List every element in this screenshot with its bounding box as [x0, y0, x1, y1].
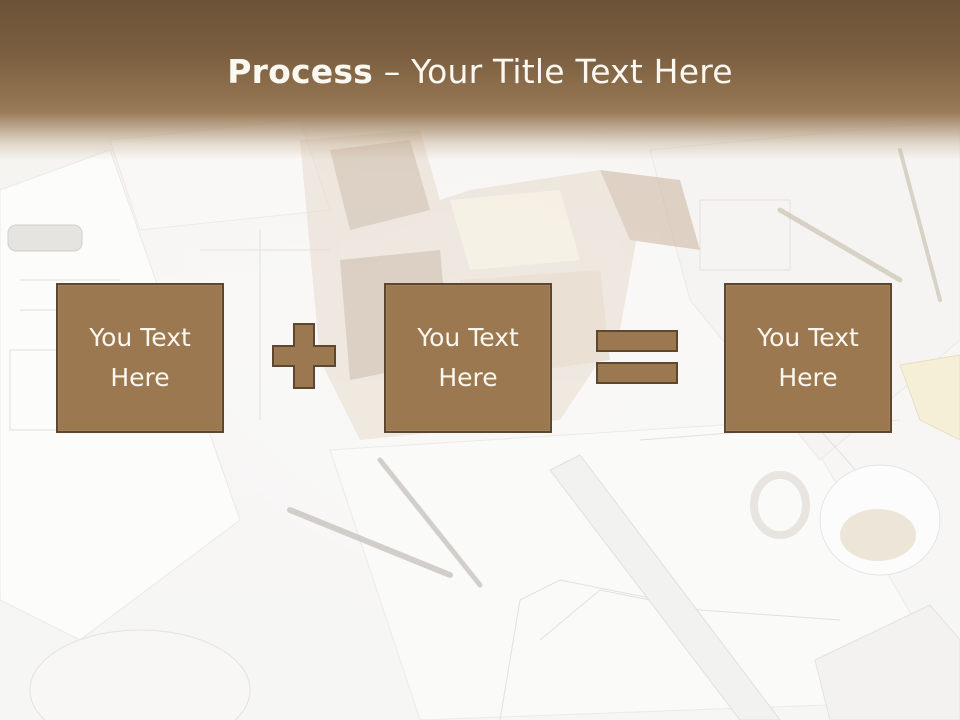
slide-title: Process – Your Title Text Here — [0, 52, 960, 91]
process-box-2[interactable]: You Text Here — [384, 283, 552, 433]
equals-icon — [596, 330, 678, 384]
title-band — [0, 0, 960, 160]
title-rest-text: – Your Title Text Here — [373, 52, 733, 91]
process-box-1[interactable]: You Text Here — [56, 283, 224, 433]
plus-icon — [272, 323, 336, 389]
title-bold-text: Process — [227, 52, 374, 91]
process-box-3[interactable]: You Text Here — [724, 283, 892, 433]
